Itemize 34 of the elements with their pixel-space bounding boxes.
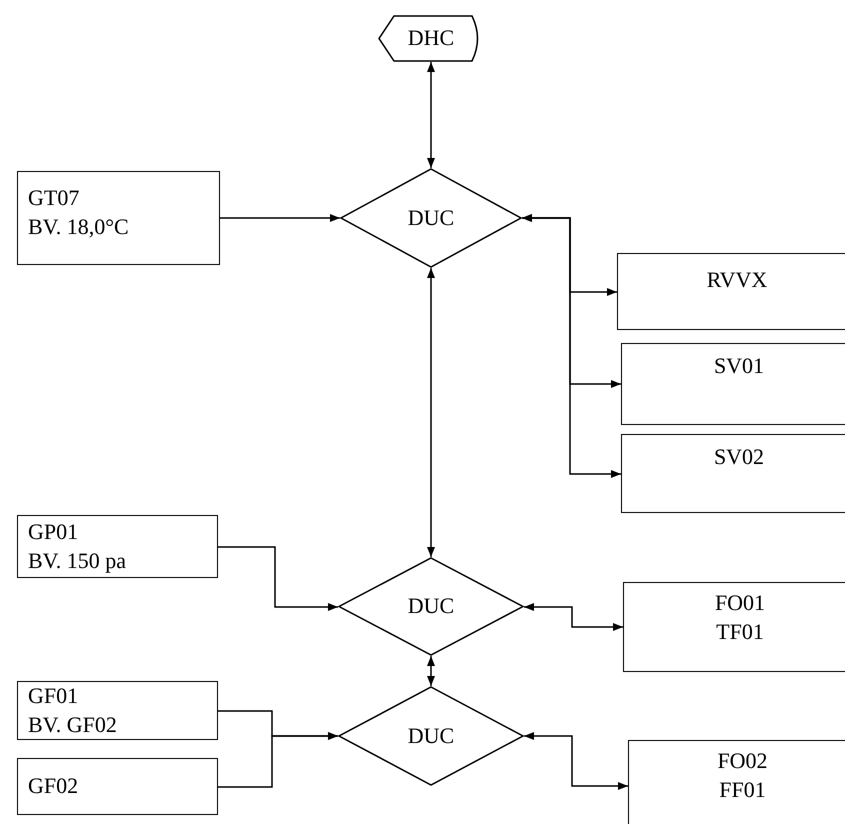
process-box [17,171,220,265]
node-label: GT07 BV. 18,0°C [28,184,129,241]
process-box [17,515,218,578]
process-box [617,253,845,330]
arrow [524,603,623,631]
process-box [621,343,845,425]
node-label: DHC [408,24,454,52]
process-box [628,740,845,824]
node-label: DUC [408,592,454,620]
process-box [623,582,845,672]
arrow [427,268,435,557]
node-label: GF02 [28,772,78,800]
decision-diamond [340,168,522,268]
decision-diamond [338,557,524,656]
arrow [522,214,621,478]
arrow [218,546,338,611]
node-label: FO01 TF01 [714,589,766,646]
arrow [427,62,435,168]
node-label: FO02 FF01 [717,747,768,804]
process-box [621,434,845,513]
arrow [427,656,435,686]
node-label: SV01 [714,352,764,380]
process-box [17,758,218,815]
node-label: DUC [408,722,454,750]
process-box [17,681,218,740]
node-label: GF01 BV. GF02 [28,682,117,738]
decision-diamond [338,686,524,786]
node-label: GP01 BV. 150 pa [28,518,126,575]
node-label: SV02 [714,443,764,471]
node-label: DUC [408,204,454,232]
arrow [220,214,340,222]
arrow [524,732,628,790]
arrow [218,732,338,788]
node-label: RVVX [706,266,768,294]
